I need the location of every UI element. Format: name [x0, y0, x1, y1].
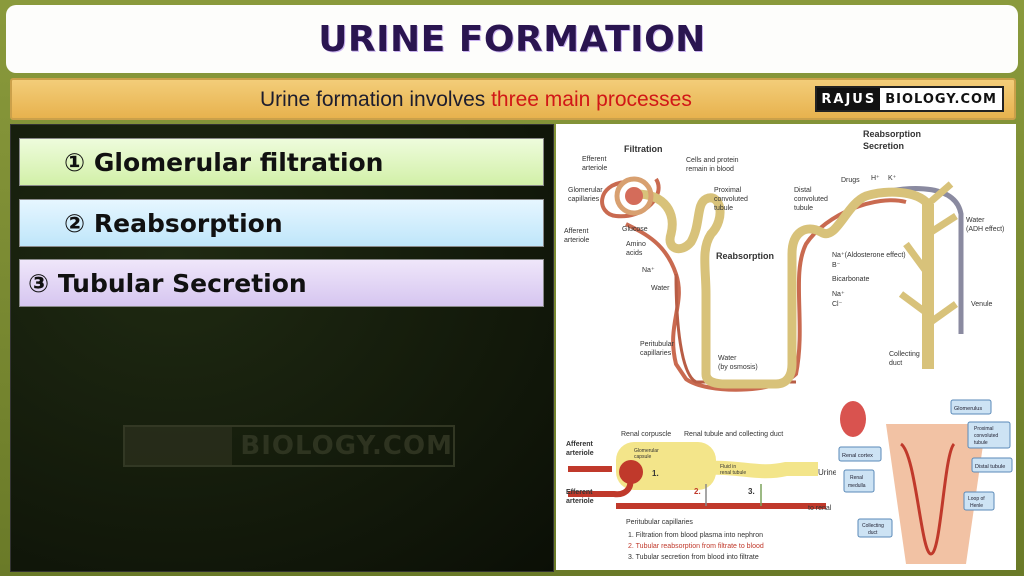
label-cells-2: remain in blood — [686, 166, 734, 173]
label-renal-medulla-1: Renal — [850, 475, 863, 481]
legend-1: 1. Filtration from blood plasma into nep… — [628, 532, 763, 539]
label-num-2: 2. — [694, 487, 701, 496]
label-glomerulus: Glomerulus — [954, 406, 982, 412]
label-small-peritubular: Peritubular capillaries — [626, 519, 693, 526]
label-distal-3: tubule — [794, 205, 813, 212]
brand-part1: RAJUS — [817, 88, 881, 110]
label-glucose: Glucose — [622, 226, 648, 233]
label-peritubular-2: capillaries — [640, 350, 672, 357]
label-na3: Na⁺ — [832, 291, 845, 298]
label-efferent-2: arteriole — [582, 165, 607, 172]
subtitle-prefix: Urine formation involves — [260, 88, 492, 111]
label-proximal-3: tubule — [714, 205, 733, 212]
label-filtration: Filtration — [624, 144, 663, 154]
label-renal-cortex: Renal cortex — [842, 453, 873, 459]
nephron-diagram: Filtration Efferent arteriole Glomerular… — [564, 129, 1016, 570]
label-glom-capsule-1: Glomerular — [634, 448, 659, 454]
label-water-adh-1: Water — [966, 217, 985, 224]
label-amino-1: Amino — [626, 241, 646, 248]
legend-2: 2. Tubular reabsorption from filtrate to… — [628, 543, 764, 550]
label-glomerular-1: Glomerular — [568, 187, 603, 194]
small-nephron-diagram: Renal corpuscle Renal tubule and collect… — [564, 424, 838, 566]
label-efferent-1: Efferent — [582, 156, 606, 163]
label-water: Water — [651, 285, 670, 292]
label-loop-1: Loop of — [968, 496, 985, 502]
label-renal-tubule: Renal tubule and collecting duct — [684, 431, 783, 438]
label-k: K⁺ — [888, 175, 897, 182]
subtitle: Urine formation involves three main proc… — [260, 88, 692, 112]
legend-3: 3. Tubular secretion from blood into fil… — [628, 554, 759, 561]
label-glom-capsule-2: capsule — [634, 454, 651, 460]
label-renal-corpuscle: Renal corpuscle — [621, 431, 671, 438]
label-b: B⁻ — [832, 262, 841, 269]
label-reabsorption: Reabsorption — [716, 251, 774, 261]
label-afferent-2: arteriole — [564, 237, 589, 244]
brand-part2: BIOLOGY.COM — [885, 91, 997, 107]
label-cl: Cl⁻ — [832, 301, 843, 308]
label-small-efferent-1: Efferent — [566, 489, 593, 496]
watermark-block — [125, 427, 233, 465]
process-panel: ① Glomerular filtration ② Reabsorption ③… — [10, 124, 554, 572]
kidney-diagram: Glomerulus Proximal convoluted tubule Re… — [836, 394, 1016, 570]
label-proximal-1: Proximal — [714, 187, 742, 194]
label-loop-2: Henle — [970, 503, 983, 509]
label-fluid-1: Fluid in — [720, 464, 736, 470]
process-label: ③ Tubular Secretion — [28, 268, 307, 298]
label-bicarbonate: Bicarbonate — [832, 276, 869, 283]
label-h: H⁺ — [871, 175, 880, 182]
label-small-afferent-2: arteriole — [566, 450, 594, 457]
label-water-osmosis-1: Water — [718, 355, 737, 362]
label-k-collecting-2: duct — [868, 530, 878, 536]
page-title: URINE FORMATION — [318, 18, 706, 60]
label-to-renal: to renal — [808, 505, 832, 512]
label-na2: Na⁺(Aldosterone effect) — [832, 252, 906, 259]
label-distal-tubule: Distal tubule — [975, 464, 1005, 470]
label-water-osmosis-2: (by osmosis) — [718, 364, 758, 371]
label-small-afferent-1: Afferent — [566, 441, 594, 448]
brand-logo: RAJUS BIOLOGY.COM — [815, 86, 1004, 112]
label-collecting-1: Collecting — [889, 351, 920, 358]
process-item-secretion: ③ Tubular Secretion — [19, 259, 544, 307]
process-label: ① Glomerular filtration — [64, 147, 384, 177]
label-renal-medulla-2: medulla — [848, 483, 866, 489]
process-item-filtration: ① Glomerular filtration — [19, 138, 544, 186]
subtitle-bar: Urine formation involves three main proc… — [10, 78, 1016, 120]
main-nephron-diagram: Filtration Efferent arteriole Glomerular… — [564, 129, 1004, 392]
label-cells-1: Cells and protein — [686, 157, 739, 164]
label-amino-2: acids — [626, 250, 643, 257]
label-num-3: 3. — [748, 487, 755, 496]
watermark: BIOLOGY.COM — [123, 425, 455, 467]
label-num-1: 1. — [652, 469, 659, 478]
label-proximal-2: convoluted — [714, 196, 748, 203]
label-drugs: Drugs — [841, 177, 860, 184]
label-k-proximal-1: Proximal — [974, 426, 993, 432]
label-fluid-2: renal tubule — [720, 470, 746, 476]
label-afferent-1: Afferent — [564, 228, 588, 235]
label-distal-1: Distal — [794, 187, 812, 194]
diagram-panel: Filtration Efferent arteriole Glomerular… — [556, 124, 1016, 570]
label-collecting-2: duct — [889, 360, 902, 367]
subtitle-highlight: three main processes — [491, 88, 692, 111]
label-k-proximal-2: convoluted — [974, 433, 998, 439]
label-small-efferent-2: arteriole — [566, 498, 594, 505]
label-k-collecting-1: Collecting — [862, 523, 884, 529]
label-peritubular-1: Peritubular — [640, 341, 675, 348]
label-distal-2: convoluted — [794, 196, 828, 203]
label-glomerular-2: capillaries — [568, 196, 600, 203]
process-item-reabsorption: ② Reabsorption — [19, 199, 544, 247]
label-reabs-secretion-2: Secretion — [863, 141, 904, 151]
process-label: ② Reabsorption — [64, 208, 283, 238]
label-urine: Urine — [818, 468, 838, 477]
label-k-proximal-3: tubule — [974, 440, 988, 446]
label-reabs-secretion-1: Reabsorption — [863, 129, 921, 139]
label-na: Na⁺ — [642, 267, 655, 274]
title-bar: URINE FORMATION — [6, 5, 1018, 73]
label-venule: Venule — [971, 301, 993, 308]
label-water-adh-2: (ADH effect) — [966, 226, 1004, 233]
watermark-text: BIOLOGY.COM — [240, 431, 453, 461]
